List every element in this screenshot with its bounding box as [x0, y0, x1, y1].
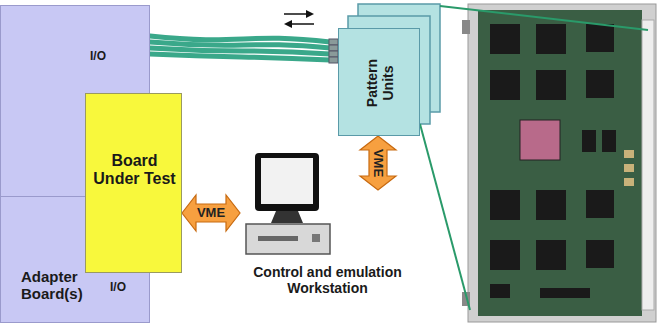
- node-title: Pattern Units: [364, 47, 396, 119]
- leader-line: [440, 6, 648, 30]
- cable-bundle: [150, 36, 338, 63]
- pattern-units: Pattern Units: [338, 28, 420, 136]
- cable-plug: [329, 57, 338, 63]
- pcb-photo: [462, 4, 656, 322]
- computer-icon: [246, 153, 330, 254]
- bus-label: VME: [196, 206, 226, 221]
- leader-line: [420, 124, 470, 310]
- bus-arrow-shape: [182, 195, 240, 231]
- node-title: Control and emulation Workstation: [240, 264, 415, 296]
- cable-direction-arrows: [284, 10, 314, 28]
- cable-wire: [150, 36, 330, 42]
- node-title: Adapter Board(s): [21, 268, 121, 303]
- io-label: I/O: [110, 281, 126, 295]
- vme-bus-arrow: [360, 136, 396, 190]
- node-title: Board Under Test: [90, 152, 179, 189]
- cable-plug: [329, 51, 338, 57]
- io-label: I/O: [90, 50, 106, 64]
- bus-arrow-shape: [360, 136, 396, 190]
- vme-bus-arrow: [182, 195, 240, 231]
- workstation: Control and emulation Workstation: [240, 190, 415, 302]
- cable-plug: [329, 45, 338, 51]
- cable-wire: [150, 54, 330, 60]
- cable-plug: [329, 39, 338, 45]
- board-under-test: Board Under Test: [85, 93, 182, 273]
- bus-label: VME: [371, 148, 386, 178]
